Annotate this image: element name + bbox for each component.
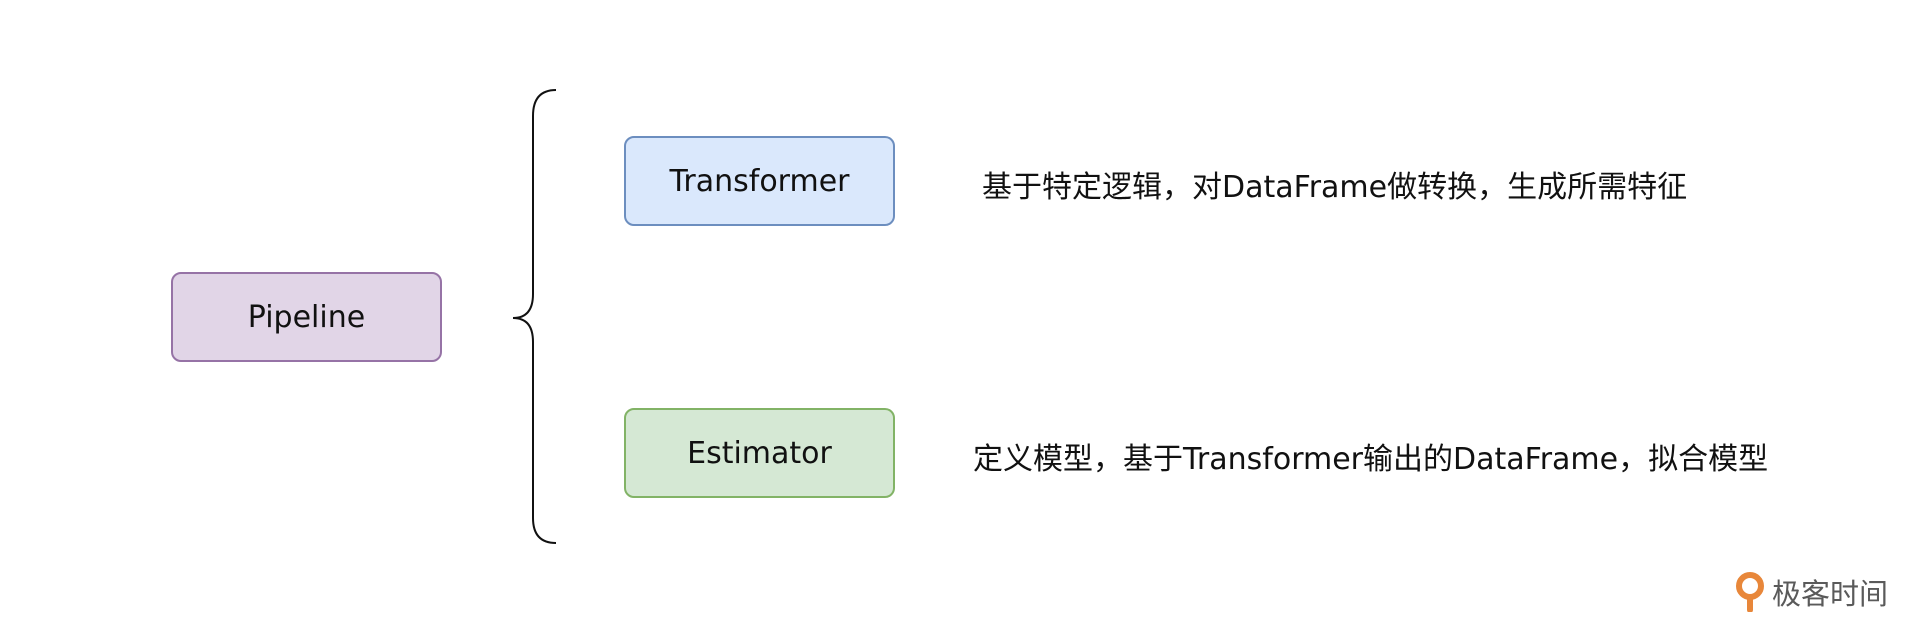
transformer-node: Transformer	[624, 136, 895, 226]
watermark-text: 极客时间	[1772, 577, 1889, 611]
estimator-label: Estimator	[687, 435, 832, 471]
pipeline-node: Pipeline	[171, 272, 442, 362]
transformer-label: Transformer	[669, 163, 850, 199]
geektime-logo-icon	[1736, 572, 1764, 612]
estimator-description: 定义模型，基于Transformer输出的DataFrame，拟合模型	[973, 442, 1769, 477]
transformer-description: 基于特定逻辑，对DataFrame做转换，生成所需特征	[982, 170, 1688, 205]
geektime-watermark: 极客时间	[1734, 571, 1888, 613]
pipeline-label: Pipeline	[247, 299, 366, 335]
estimator-node: Estimator	[624, 408, 895, 498]
